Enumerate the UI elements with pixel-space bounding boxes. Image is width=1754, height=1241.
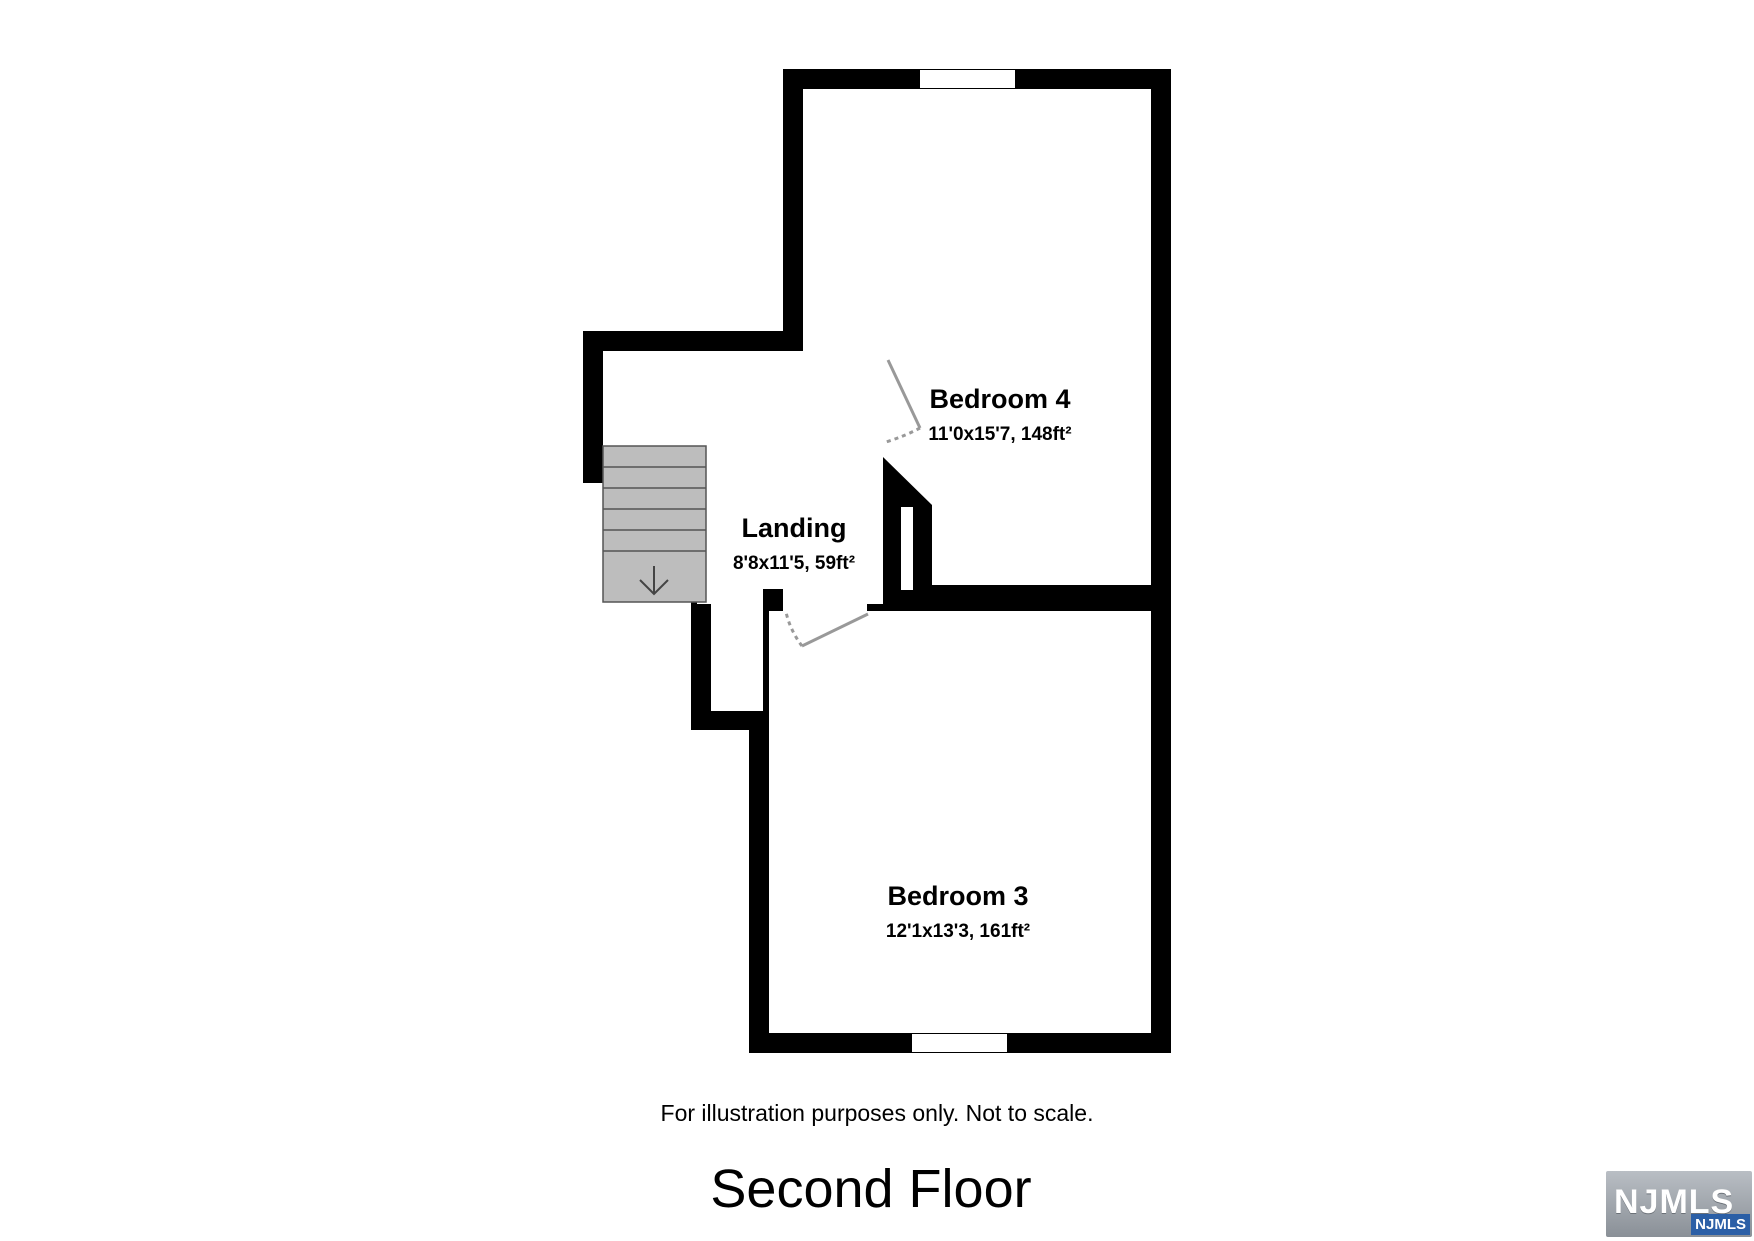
landing-name: Landing bbox=[742, 513, 847, 543]
room-interiors bbox=[603, 89, 1151, 1033]
bedroom-3-dims: 12'1x13'3, 161ft² bbox=[886, 921, 1030, 942]
bedroom-3-window bbox=[912, 1034, 1007, 1052]
bedroom-3-door bbox=[801, 612, 869, 648]
bedroom-4-window bbox=[920, 70, 1015, 88]
logo-tag: NJMLS bbox=[1691, 1214, 1750, 1235]
bedroom-4-door bbox=[886, 359, 922, 429]
arrow-down-icon bbox=[639, 566, 669, 596]
bedroom-4-dims: 11'0x15'7, 148ft² bbox=[928, 424, 1071, 445]
njmls-logo: NJMLS NJMLS bbox=[1606, 1171, 1752, 1237]
bedroom-3-door-swing bbox=[784, 611, 804, 647]
bedroom-3-name: Bedroom 3 bbox=[887, 881, 1028, 911]
floor-title: Second Floor bbox=[710, 1159, 1032, 1219]
bedroom-4-name: Bedroom 4 bbox=[929, 384, 1070, 414]
bedroom-3-interior bbox=[769, 611, 1151, 1033]
stairs bbox=[602, 445, 707, 603]
landing-interior bbox=[603, 351, 883, 711]
bedroom-3-door-gap bbox=[783, 598, 867, 618]
bedroom-4-door-swing bbox=[885, 426, 921, 444]
landing-dims: 8'8x11'5, 59ft² bbox=[733, 553, 855, 574]
closet-interior bbox=[901, 507, 913, 590]
disclaimer: For illustration purposes only. Not to s… bbox=[660, 1100, 1094, 1126]
